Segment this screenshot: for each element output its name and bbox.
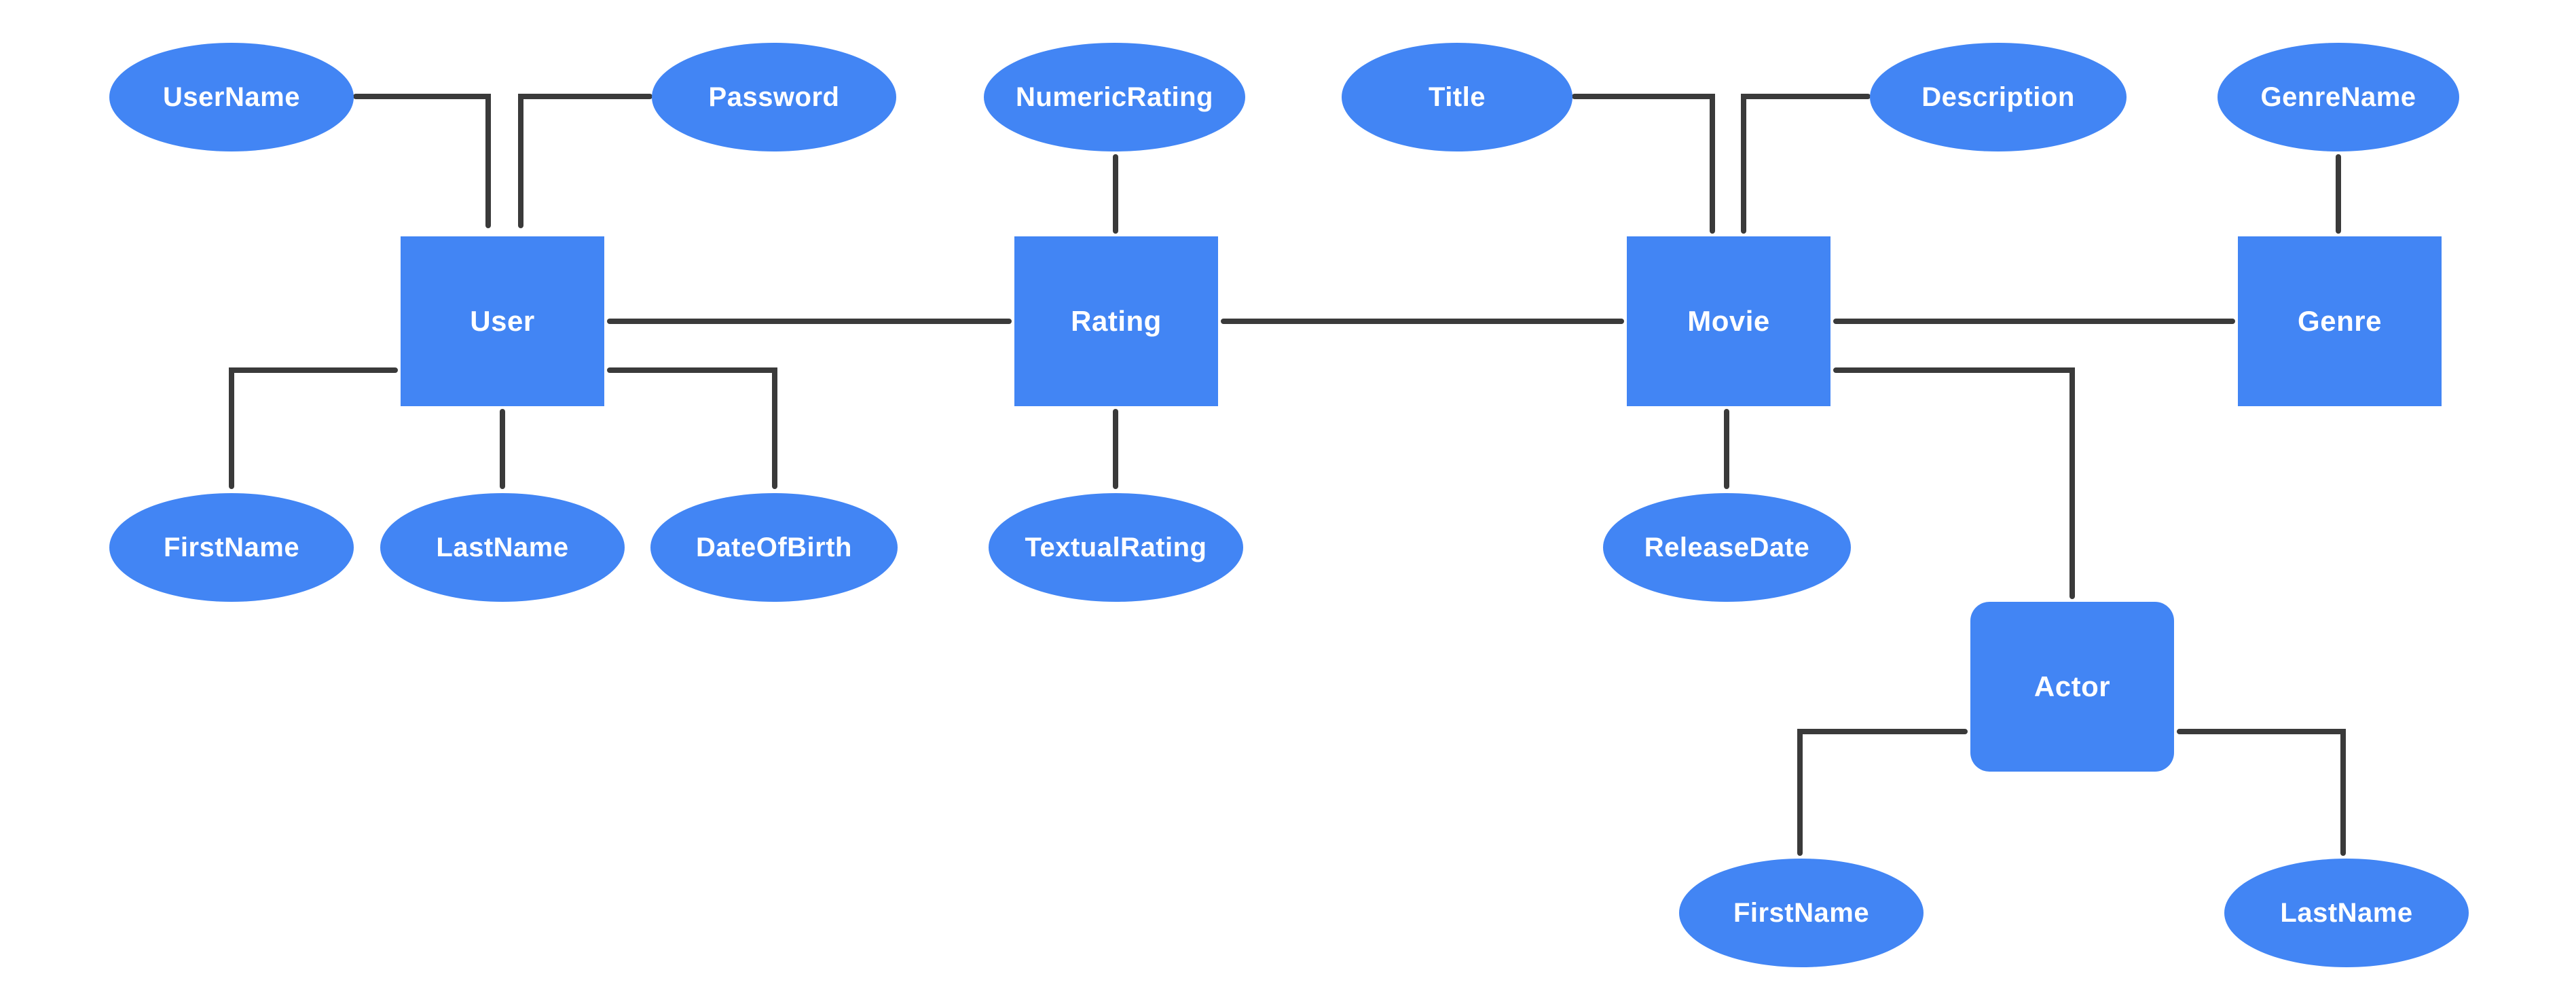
- edge-user-dateofbirth: [607, 367, 777, 489]
- attribute-lastname: LastName: [380, 493, 625, 602]
- edge-actor-actor-lastname: [2177, 729, 2346, 856]
- edge-user-firstname: [229, 367, 398, 489]
- attribute-label-textualrating: TextualRating: [1025, 532, 1207, 562]
- attribute-genrename: GenreName: [2218, 43, 2459, 151]
- entity-actor: Actor: [1970, 602, 2174, 772]
- attribute-title: Title: [1342, 43, 1572, 151]
- attribute-password: Password: [652, 43, 896, 151]
- attribute-description: Description: [1870, 43, 2127, 151]
- entity-movie: Movie: [1627, 236, 1830, 406]
- attribute-label-username: UserName: [163, 82, 300, 112]
- attribute-label-genrename: GenreName: [2260, 82, 2416, 112]
- attribute-username: UserName: [109, 43, 354, 151]
- entity-genre: Genre: [2238, 236, 2442, 406]
- attribute-label-actor-firstname: FirstName: [1733, 897, 1870, 928]
- attribute-releasedate: ReleaseDate: [1603, 493, 1851, 602]
- edge-description-movie: [1741, 94, 1871, 234]
- entity-label-user: User: [470, 305, 535, 337]
- attribute-label-dateofbirth: DateOfBirth: [696, 532, 852, 562]
- attribute-label-actor-lastname: LastName: [2280, 897, 2413, 928]
- attribute-label-releasedate: ReleaseDate: [1644, 532, 1810, 562]
- attribute-label-description: Description: [1921, 82, 2075, 112]
- entity-label-genre: Genre: [2298, 305, 2382, 337]
- edge-actor-actor-firstname: [1797, 729, 1968, 856]
- edge-movie-actor: [1833, 367, 2075, 599]
- attribute-label-firstname: FirstName: [163, 532, 300, 562]
- edge-title-movie: [1572, 94, 1715, 234]
- entity-user: User: [401, 236, 604, 406]
- entity-label-movie: Movie: [1687, 305, 1770, 337]
- attribute-numericrating: NumericRating: [984, 43, 1245, 151]
- attribute-actor-firstname: FirstName: [1679, 859, 1924, 967]
- edge-username-user: [353, 94, 491, 228]
- attribute-label-numericrating: NumericRating: [1016, 82, 1213, 112]
- attribute-dateofbirth: DateOfBirth: [650, 493, 898, 602]
- attribute-label-lastname: LastName: [436, 532, 569, 562]
- attribute-actor-lastname: LastName: [2224, 859, 2469, 967]
- attribute-label-password: Password: [708, 82, 840, 112]
- entity-rating: Rating: [1014, 236, 1218, 406]
- attribute-label-title: Title: [1428, 82, 1486, 112]
- attribute-firstname: FirstName: [109, 493, 354, 602]
- edge-password-user: [518, 94, 652, 228]
- entity-label-rating: Rating: [1071, 305, 1162, 337]
- attribute-textualrating: TextualRating: [989, 493, 1243, 602]
- entity-label-actor: Actor: [2034, 670, 2111, 702]
